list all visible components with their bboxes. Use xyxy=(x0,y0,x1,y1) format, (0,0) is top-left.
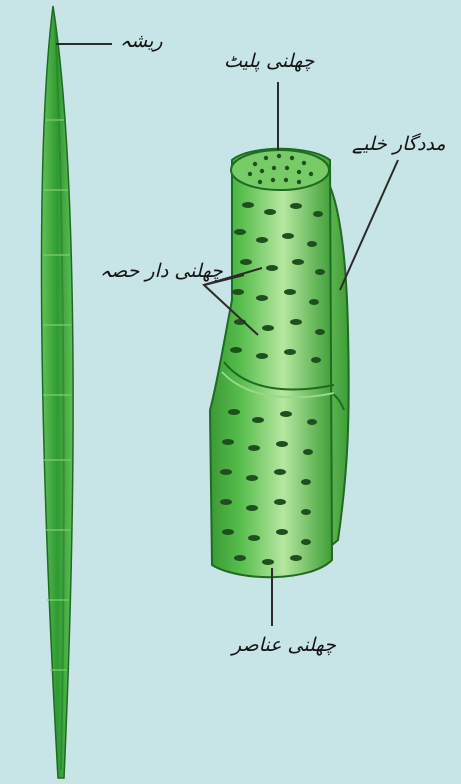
label-sieve-plate: چھلنی پلیٹ xyxy=(224,52,314,71)
label-fiber: ریشہ xyxy=(120,32,163,51)
label-sieve-area: چھلنی دار حصہ xyxy=(100,262,223,281)
label-sieve-elements: چھلنی عناصر xyxy=(232,636,336,655)
fiber-cell xyxy=(42,6,74,778)
sieve-tube xyxy=(210,149,334,577)
label-companion-cell: مددگار خلیے xyxy=(352,135,446,154)
